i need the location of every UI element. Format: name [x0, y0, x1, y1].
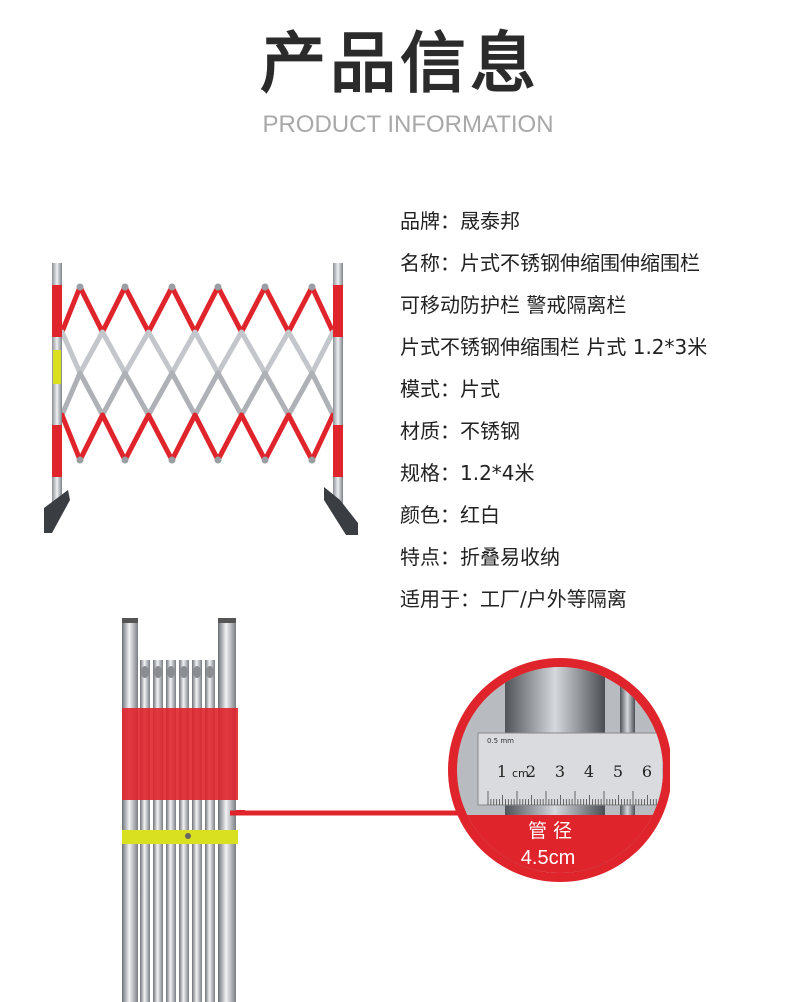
- spec-mode: 模式：片式: [400, 377, 500, 401]
- ruler-tick-label: 6: [642, 762, 652, 781]
- spec-brand: 品牌：晟泰邦: [400, 209, 520, 233]
- fence-expanded-image: [44, 263, 358, 535]
- page-subtitle: PRODUCT INFORMATION: [262, 111, 554, 138]
- ruler-tick-label: 5: [613, 762, 623, 781]
- svg-text:0.5 mm: 0.5 mm: [487, 737, 514, 745]
- fence-lattice: [59, 283, 336, 464]
- page-title: 产品信息: [260, 25, 540, 102]
- ruler-tick-label: 3: [555, 762, 565, 781]
- ruler-unit: cm: [512, 767, 529, 780]
- ruler-tick-label: 1: [497, 762, 507, 781]
- spec-color: 颜色：红白: [400, 503, 500, 527]
- spec-name: 名称：片式不锈钢伸缩围伸缩围栏: [400, 251, 700, 275]
- spec-material: 材质：不锈钢: [400, 419, 520, 443]
- spec-usage: 适用于：工厂/户外等隔离: [400, 587, 627, 611]
- spec-name-cont2: 片式不锈钢伸缩围栏 片式 1.2*3米: [400, 335, 708, 359]
- spec-name-cont: 可移动防护栏 警戒隔离栏: [400, 293, 627, 317]
- spec-feature: 特点：折叠易收纳: [400, 545, 560, 569]
- pipe-diameter-value: 4.5cm: [521, 847, 575, 869]
- ruler-tick-label: 2: [526, 762, 536, 781]
- spec-size: 规格：1.2*4米: [400, 461, 535, 485]
- fence-folded-image: [122, 618, 245, 1002]
- ruler-tick-label: 4: [584, 762, 594, 781]
- pipe-diameter-label: 管 径: [528, 820, 572, 842]
- spec-list: 品牌：晟泰邦 名称：片式不锈钢伸缩围伸缩围栏 可移动防护栏 警戒隔离栏 片式不锈…: [400, 200, 795, 620]
